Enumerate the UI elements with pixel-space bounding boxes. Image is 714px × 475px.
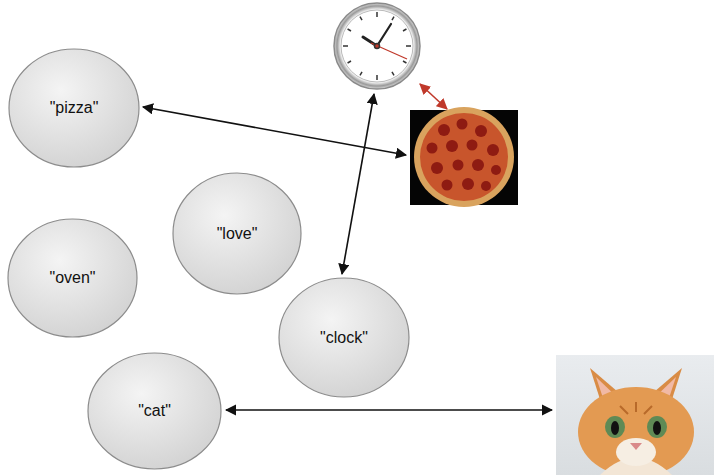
link-arrow (342, 94, 374, 274)
cat-picture (556, 355, 714, 475)
word-label: "pizza" (50, 99, 99, 117)
pizza-picture (410, 107, 518, 207)
word-label: "cat" (138, 402, 171, 420)
word-label: "clock" (320, 329, 368, 347)
word-circle: "love" (172, 172, 302, 295)
word-circle: "oven" (7, 218, 138, 338)
word-circle: "clock" (278, 277, 410, 398)
clock-picture (334, 3, 420, 89)
link-arrow (226, 409, 552, 411)
word-label: "love" (217, 225, 258, 243)
link-arrow (420, 84, 447, 109)
link-arrow (143, 107, 406, 155)
word-circle: "cat" (87, 352, 222, 470)
word-label: "oven" (49, 269, 95, 287)
word-circle: "pizza" (8, 48, 140, 168)
